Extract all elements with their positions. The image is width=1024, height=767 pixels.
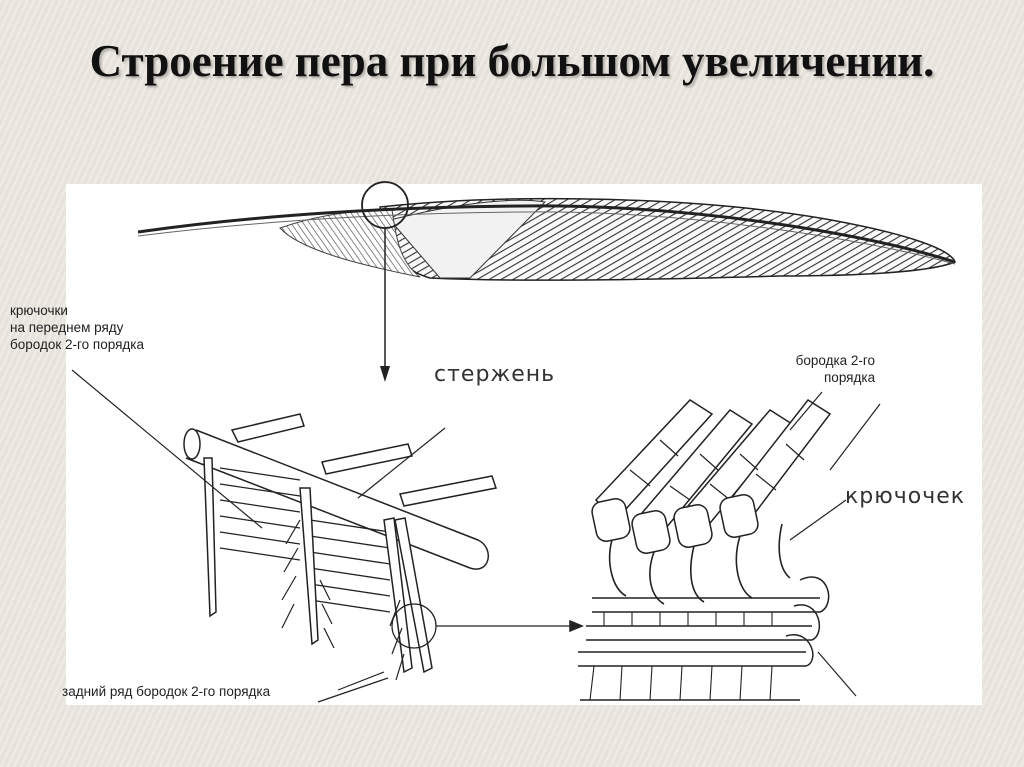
label-back-row: задний ряд бородок 2-го порядка: [62, 684, 271, 699]
label-barb-second-order: бородка 2-го порядка: [790, 352, 875, 386]
barb-structure-left: [71, 369, 584, 703]
label-hook: крючочек: [845, 484, 966, 509]
label-hooks-line-1: крючочки: [10, 303, 68, 318]
page-title: Строение пера при большом увеличении.: [89, 36, 935, 86]
label-hooks-line-3: бородок 2-го порядка: [10, 337, 144, 352]
feather-illustration: [137, 181, 956, 382]
label-hooks-front-row: крючочки на переднем ряду бородок 2-го п…: [10, 302, 144, 353]
label-hooks-line-2: на переднем ряду: [10, 320, 124, 335]
label-shaft: стержень: [434, 362, 556, 387]
label-barb-line-2: порядка: [824, 370, 876, 385]
label-barb-line-1: бородка 2-го: [795, 353, 876, 368]
barbule-hooks-right: [578, 391, 881, 701]
